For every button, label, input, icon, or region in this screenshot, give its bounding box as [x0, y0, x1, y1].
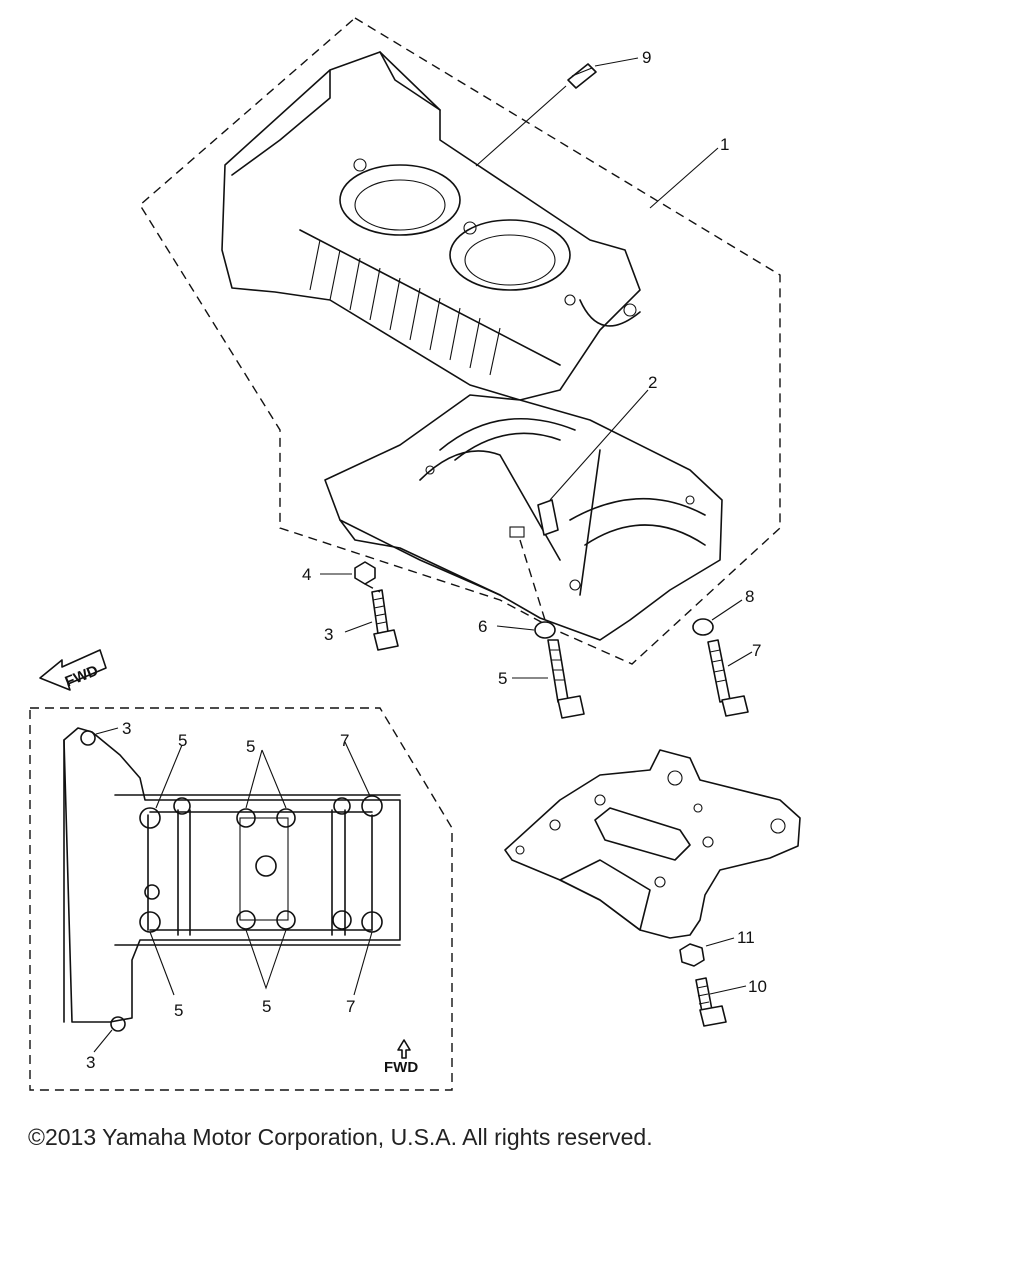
dowel-pin: [537, 499, 559, 536]
leader-lines-lower: [93, 727, 373, 1053]
crankcase-exploded-diagram: 9 1 2 4 3 6 5 8 7 FWD: [29, 17, 801, 1091]
upper-crankcase: [221, 51, 641, 401]
callout-3-bottom-low: 3: [86, 1053, 95, 1072]
bottom-view-plan: [63, 727, 401, 1032]
copyright-notice: ©2013 Yamaha Motor Corporation, U.S.A. A…: [28, 1124, 653, 1150]
nut-part-11: [679, 943, 705, 967]
callout-5-bottom-left-low: 5: [174, 1001, 183, 1020]
svg-text:FWD: FWD: [384, 1059, 418, 1076]
callout-8: 8: [745, 587, 754, 606]
callout-5: 5: [498, 669, 507, 688]
callout-3: 3: [324, 625, 333, 644]
washer-part-8: [692, 618, 714, 636]
callout-7-bottom-right-top: 7: [340, 731, 349, 750]
callout-7: 7: [752, 641, 761, 660]
callout-2: 2: [648, 373, 657, 392]
bolt-part-5: [547, 639, 585, 719]
callout-5-bottom-center-low: 5: [262, 997, 271, 1016]
callout-5-bottom-left-top: 5: [178, 731, 187, 750]
callout-7-bottom-right-low: 7: [346, 997, 355, 1016]
washer-part-6: [534, 621, 556, 639]
bottom-view-boundary: [29, 707, 453, 1091]
crankcase-assembly-boundary: [139, 17, 781, 665]
nut-part-4: [354, 561, 376, 585]
bolt-part-3: [371, 589, 399, 651]
callout-11: 11: [737, 928, 755, 947]
fitting-part-9: [567, 63, 597, 89]
bolt-part-7: [707, 639, 749, 717]
callout-4: 4: [302, 565, 311, 584]
callout-1: 1: [720, 135, 729, 154]
mounting-plate: [504, 749, 801, 939]
callout-9: 9: [642, 48, 651, 67]
callout-6: 6: [478, 617, 487, 636]
callout-5-bottom-center-top: 5: [246, 737, 255, 756]
bolt-part-10: [695, 977, 727, 1027]
leader-lines-upper: [320, 57, 753, 679]
callout-10: 10: [748, 977, 767, 996]
fwd-arrow-upper: FWD: [39, 649, 107, 691]
lower-crankcase: [324, 394, 723, 641]
fwd-arrow-lower: FWD: [384, 1039, 418, 1076]
callout-3-bottom-top: 3: [122, 719, 131, 738]
